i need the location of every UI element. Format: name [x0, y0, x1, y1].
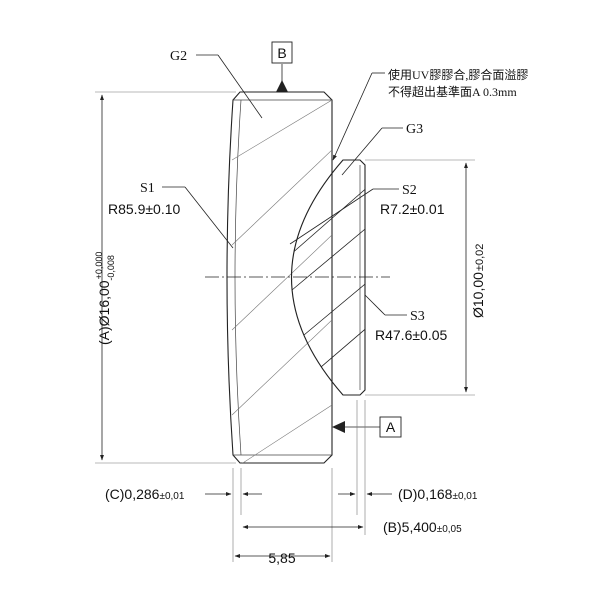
- dimension-overall-text: 5,85: [268, 550, 295, 566]
- g2-section-hatching: [231, 99, 332, 463]
- dimension-d: (D)0,168±0,01: [338, 486, 478, 502]
- dimension-overall: 5,85: [234, 550, 331, 566]
- note-line-1: 使用UV膠膠合,膠合面溢膠: [388, 67, 528, 82]
- note-line-2: 不得超出基準面A 0.3mm: [388, 84, 517, 99]
- lens-element-g2: [226, 91, 333, 464]
- datum-a-marker: A: [332, 416, 402, 438]
- g2-outline: [226, 91, 333, 464]
- dimension-b-text: (B)5,400±0,05: [383, 519, 462, 535]
- dimension-inner-diameter: Ø10,00±0,02: [365, 159, 486, 396]
- s2-label: S2: [402, 183, 417, 198]
- s1-radius: R85.9±0.10: [108, 201, 181, 217]
- s3-callout: S3 R47.6±0.05: [364, 294, 448, 343]
- lens-element-g3: [291, 159, 366, 396]
- datum-b-marker: B: [271, 41, 293, 92]
- s2-callout: S2 R7.2±0.01: [289, 183, 445, 245]
- s2-radius: R7.2±0.01: [380, 201, 445, 217]
- g2-callout: G2: [170, 49, 263, 119]
- s3-radius: R47.6±0.05: [375, 327, 448, 343]
- s3-label: S3: [410, 309, 425, 324]
- g3-label: G3: [406, 122, 423, 137]
- datum-b-label: B: [277, 45, 286, 61]
- g3-section-hatching: [291, 184, 365, 386]
- dimension-b: (B)5,400±0,05: [242, 519, 462, 535]
- g3-callout: G3: [341, 122, 423, 176]
- g2-label: G2: [170, 49, 187, 64]
- glue-note-callout: 使用UV膠膠合,膠合面溢膠 不得超出基準面A 0.3mm: [332, 67, 528, 161]
- g2-inner-surface-line: [234, 99, 242, 456]
- inner-diameter-text: Ø10,00±0,02: [470, 244, 486, 318]
- dimension-d-text: (D)0,168±0,01: [398, 486, 478, 502]
- outer-diameter-text: (A)Ø16,00+0,000-0,008: [94, 252, 116, 345]
- dimension-c: (C)0,286±0,01: [105, 486, 262, 502]
- s1-label: S1: [140, 181, 155, 196]
- datum-a-label: A: [386, 419, 396, 435]
- dimension-outer-diameter: (A)Ø16,00+0,000-0,008: [94, 91, 236, 464]
- s1-callout: S1 R85.9±0.10: [108, 181, 234, 249]
- bottom-extension-lines: [232, 400, 366, 562]
- dimension-c-text: (C)0,286±0,01: [105, 486, 185, 502]
- g3-outline: [291, 159, 366, 396]
